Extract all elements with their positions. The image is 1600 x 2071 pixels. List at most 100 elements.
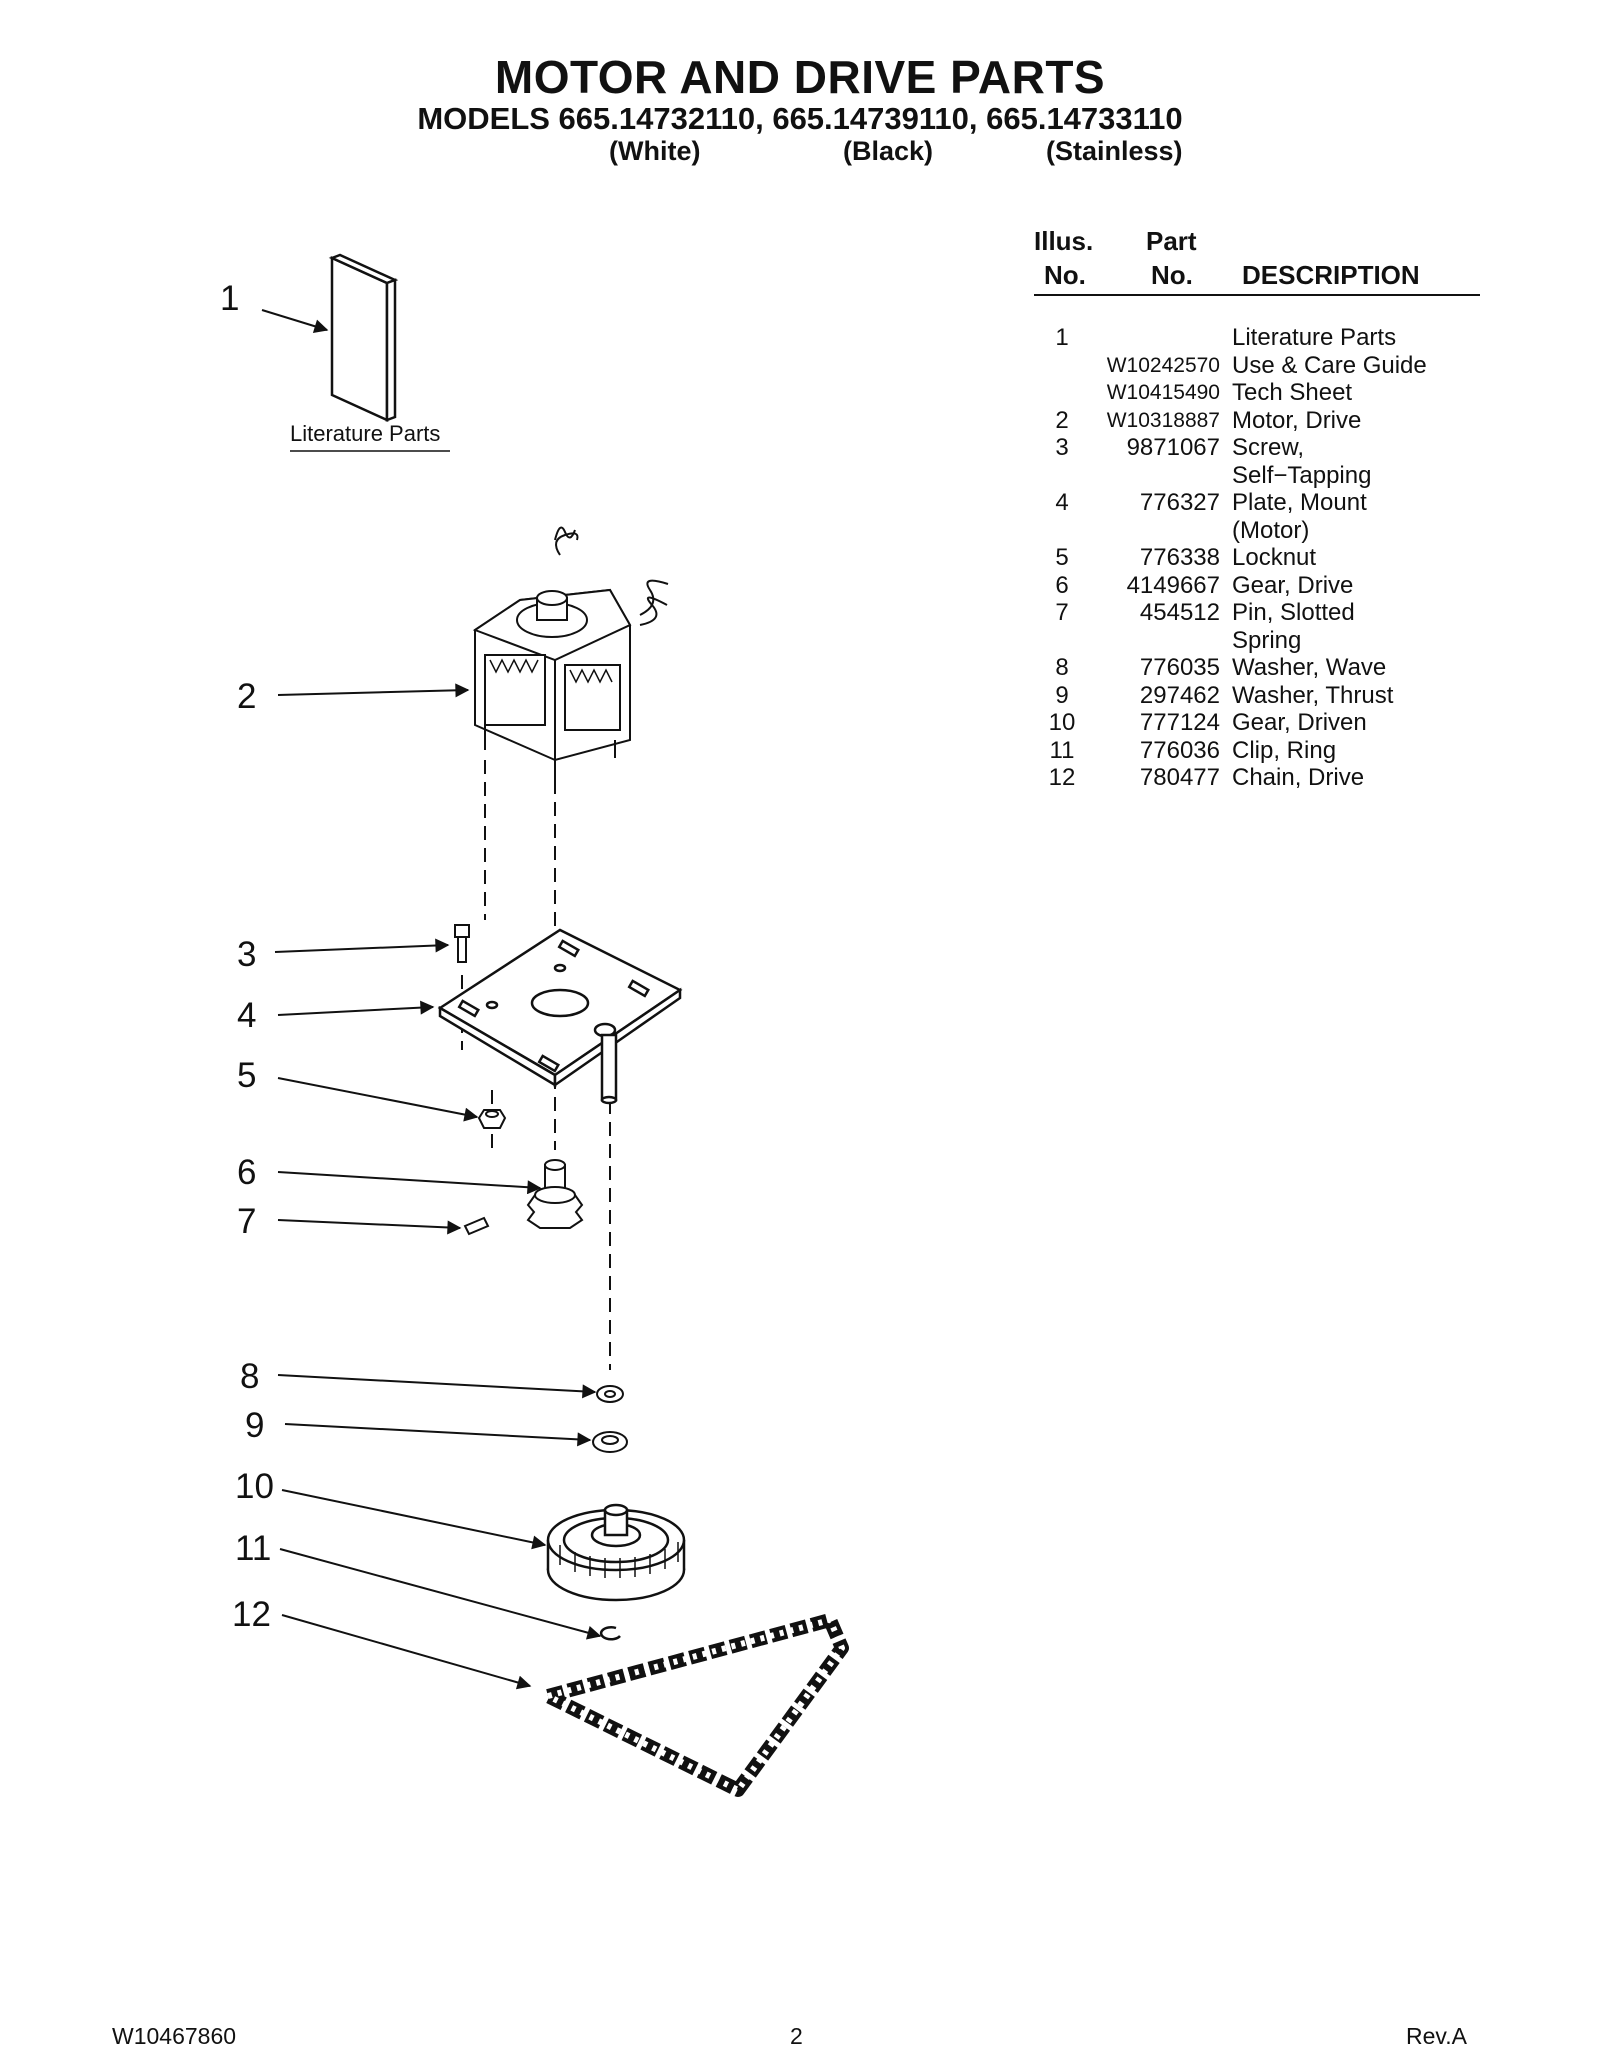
description-cell: Washer, Wave <box>1232 654 1387 681</box>
variant-white: (White) <box>609 136 701 166</box>
illus-no-cell <box>1034 352 1090 380</box>
illus-no-cell <box>1034 627 1090 655</box>
description-cell: Clip, Ring <box>1232 736 1337 764</box>
callout-7: 7 <box>237 1202 256 1241</box>
callout-4: 4 <box>237 996 256 1035</box>
part-no-cell: W10318887 <box>1106 408 1220 432</box>
part-no-cell <box>1090 324 1232 352</box>
header-rule <box>1034 294 1480 296</box>
description-cell: Plate, Mount <box>1232 489 1367 516</box>
part-no-cell: 4149667 <box>1126 571 1220 599</box>
models-line: MODELS 665.14732110, 665.14739110, 665.1… <box>417 101 1183 136</box>
illus-no-cell <box>1034 462 1090 490</box>
header-illus-bottom: No. <box>1044 260 1086 290</box>
callout-5: 5 <box>237 1056 256 1095</box>
part-no-cell: 776036 <box>1139 736 1220 764</box>
table-row: 7 454512 Pin, Slotted <box>1034 599 1480 627</box>
table-row: 12 780477 Chain, Drive <box>1034 764 1480 792</box>
illus-no-cell: 5 <box>1055 544 1069 571</box>
part-no-cell: W10242570 <box>1106 353 1220 377</box>
table-row: 9 297462 Washer, Thrust <box>1034 682 1480 710</box>
table-row: 2 W10318887 Motor, Drive <box>1034 407 1480 435</box>
callout-8: 8 <box>240 1357 259 1396</box>
part-no-cell: 776327 <box>1139 489 1220 516</box>
part-no-cell: 776338 <box>1139 544 1220 571</box>
revision: Rev.A <box>1406 2023 1467 2049</box>
assembly-guide-lines <box>461 760 611 1370</box>
part-no-cell: W10415490 <box>1106 381 1220 404</box>
illus-no-cell: 7 <box>1055 599 1069 626</box>
description-cell: Screw, <box>1232 434 1305 461</box>
description-cell: Literature Parts <box>1232 324 1397 351</box>
part-no-cell: 780477 <box>1139 764 1220 791</box>
part-no-cell: 776035 <box>1139 654 1220 681</box>
wave-washer <box>596 1385 624 1403</box>
description-cell: Spring <box>1232 626 1302 654</box>
table-header: Illus. No. Part No. DESCRIPTION <box>1034 226 1480 296</box>
illus-no-cell <box>1034 379 1090 407</box>
callout-3: 3 <box>237 935 256 974</box>
illus-no-cell: 2 <box>1055 406 1069 434</box>
illus-no-cell: 12 <box>1048 764 1076 791</box>
description-cell: Washer, Thrust <box>1232 681 1394 709</box>
table-row: 4 776327 Plate, Mount <box>1034 489 1480 517</box>
illus-no-cell: 11 <box>1049 736 1075 764</box>
illus-no-cell: 9 <box>1055 681 1069 709</box>
part-no-cell <box>1090 517 1232 545</box>
thrust-washer <box>592 1431 628 1453</box>
table-row: (Motor) <box>1034 517 1480 545</box>
part-no-cell: 297462 <box>1139 681 1220 709</box>
slotted-spring-pin <box>463 1216 490 1236</box>
illus-no-cell: 8 <box>1055 654 1069 681</box>
self-tapping-screw <box>454 924 470 963</box>
description-cell: Locknut <box>1232 544 1317 571</box>
doc-number: W10467860 <box>112 2023 237 2049</box>
illus-no-cell: 4 <box>1055 489 1069 516</box>
variant-black: (Black) <box>843 136 934 166</box>
variant-stainless: (Stainless) <box>1046 136 1183 166</box>
illus-no-cell: 6 <box>1055 571 1069 599</box>
page-number: 2 <box>790 2023 803 2049</box>
part-no-cell: 454512 <box>1139 599 1220 626</box>
description-cell: Pin, Slotted <box>1232 599 1355 626</box>
header-part-bottom: No. <box>1151 260 1193 290</box>
part-no-cell: 777124 <box>1139 709 1220 736</box>
literature-booklet <box>328 253 399 422</box>
description-cell: Tech Sheet <box>1232 379 1353 406</box>
table-row: 3 9871067 Screw, <box>1034 434 1480 462</box>
description-cell: Self−Tapping <box>1232 461 1372 489</box>
ring-clip <box>599 1625 621 1641</box>
part-no-cell: 9871067 <box>1126 434 1220 461</box>
callout-2: 2 <box>237 677 256 716</box>
callout-12: 12 <box>232 1595 271 1634</box>
table-row: 5 776338 Locknut <box>1034 544 1480 572</box>
part-no-cell <box>1090 462 1232 490</box>
table-row: Self−Tapping <box>1034 462 1480 490</box>
illus-no-cell: 10 <box>1048 709 1076 736</box>
description-cell: Chain, Drive <box>1232 764 1365 791</box>
table-row: Spring <box>1034 627 1480 655</box>
callout-6: 6 <box>237 1153 256 1192</box>
table-row: W10415490 Tech Sheet <box>1034 379 1480 407</box>
literature-parts-label: Literature Parts <box>290 421 440 446</box>
callout-1: 1 <box>220 279 239 318</box>
description-cell: (Motor) <box>1232 516 1310 544</box>
illus-no-cell <box>1034 517 1090 545</box>
drive-chain <box>544 1613 849 1797</box>
header-illus-top: Illus. <box>1034 226 1094 256</box>
description-cell: Use & Care Guide <box>1232 351 1427 379</box>
driven-gear <box>546 1503 686 1602</box>
description-cell: Motor, Drive <box>1232 406 1362 434</box>
table-row: W10242570 Use & Care Guide <box>1034 352 1480 380</box>
callout-10: 10 <box>235 1467 274 1506</box>
page-title: MOTOR AND DRIVE PARTS <box>494 51 1106 103</box>
callout-leaders <box>261 309 602 1690</box>
motor-mount-plate <box>437 928 683 1105</box>
table-row: 11 776036 Clip, Ring <box>1034 737 1480 765</box>
illus-no-cell: 3 <box>1055 434 1069 461</box>
drive-gear <box>526 1159 584 1229</box>
